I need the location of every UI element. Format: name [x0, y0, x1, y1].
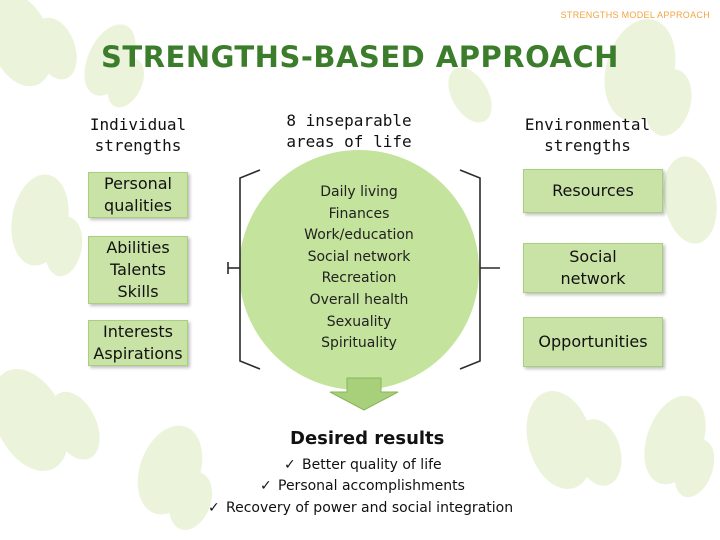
interests-box: Interests Aspirations — [88, 320, 188, 366]
result-item: ✓Recovery of power and social integratio… — [208, 500, 514, 516]
slide-title: STRENGTHS-BASED APPROACH — [101, 40, 619, 74]
life-areas-list: Daily living Finances Work/education Soc… — [259, 182, 459, 355]
life-area-item: Finances — [328, 205, 390, 222]
opportunities-box: Opportunities — [523, 317, 663, 367]
slide-header: STRENGTHS MODEL APPROACH — [560, 10, 710, 20]
life-area-item: Work/education — [304, 227, 414, 244]
life-area-item: Spirituality — [321, 335, 397, 352]
right-bracket — [459, 169, 481, 370]
resources-box: Resources — [523, 169, 663, 213]
result-item: ✓Personal accomplishments — [260, 478, 465, 494]
areas-of-life-heading: 8 inseparable areas of life — [286, 111, 412, 151]
checkmark-icon: ✓ — [284, 457, 296, 473]
life-area-item: Recreation — [321, 270, 397, 287]
abilities-box: Abilities Talents Skills — [88, 236, 188, 304]
left-bracket — [239, 169, 261, 370]
life-area-item: Social network — [307, 248, 411, 265]
desired-results-title: Desired results — [290, 428, 445, 449]
environmental-strengths-heading: Environmental strengths — [524, 115, 651, 155]
life-area-item: Daily living — [320, 184, 398, 200]
social-network-box: Social network — [523, 243, 663, 293]
life-area-item: Sexuality — [326, 313, 392, 330]
personal-qualities-box: Personal qualities — [88, 172, 188, 218]
individual-strengths-heading: Individual strengths — [89, 115, 187, 155]
life-area-item: Overall health — [309, 291, 409, 308]
down-arrow-icon — [329, 377, 399, 411]
result-item: ✓Better quality of life — [284, 457, 442, 473]
checkmark-icon: ✓ — [260, 478, 272, 494]
life-areas-circle — [239, 150, 479, 390]
checkmark-icon: ✓ — [208, 500, 220, 516]
